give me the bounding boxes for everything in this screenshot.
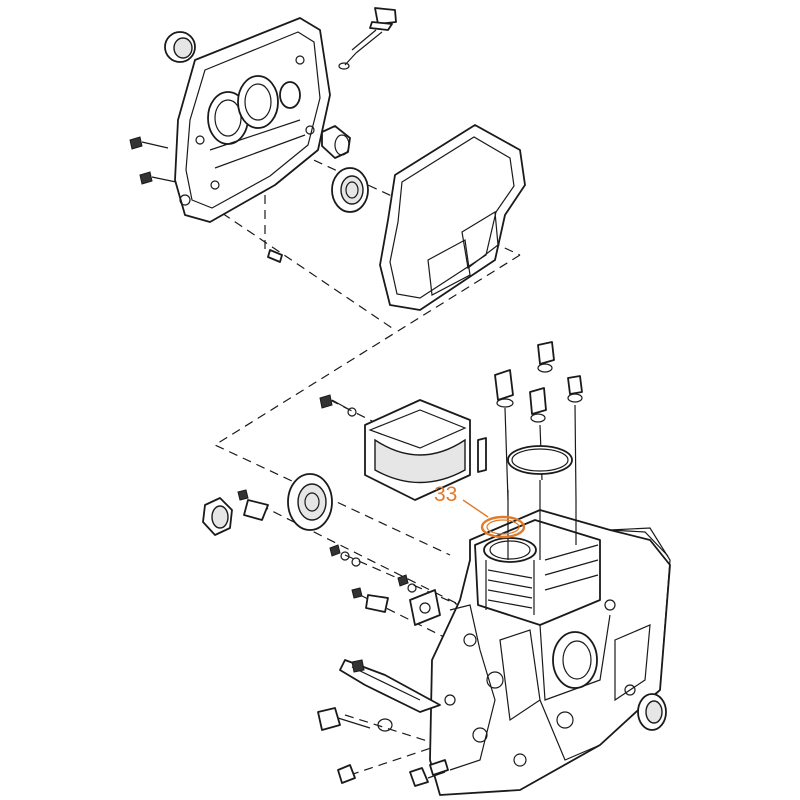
screws-middle xyxy=(319,394,357,417)
callout-label-33: 33 xyxy=(434,483,457,506)
screws-block-left xyxy=(329,544,417,613)
callout-leader-line xyxy=(462,499,489,518)
pin-top xyxy=(267,249,283,263)
bolts-cover-left xyxy=(129,136,177,185)
highlighted-o-ring-inner xyxy=(486,519,520,535)
crankshaft-bushing-halves xyxy=(364,399,471,501)
bushing-middle xyxy=(202,497,233,536)
drain-plugs xyxy=(337,759,449,787)
callout-33[interactable]: 33 xyxy=(434,483,526,539)
bearing-top xyxy=(331,167,369,213)
side-plate xyxy=(409,589,441,626)
cylinder-studs xyxy=(494,341,583,501)
bracket-small xyxy=(237,489,269,521)
key-pin xyxy=(477,437,487,473)
head-gasket-ring xyxy=(507,445,573,475)
crankcase-cover xyxy=(174,17,331,223)
highlighted-o-ring[interactable] xyxy=(480,515,526,539)
dipstick-top xyxy=(338,7,397,70)
cover-gasket xyxy=(379,124,526,311)
seal-ring-top xyxy=(164,31,196,63)
bushing-top xyxy=(321,125,351,159)
bearing-middle xyxy=(287,473,333,531)
seal-ring-right xyxy=(637,693,667,731)
engine-block xyxy=(429,480,671,796)
drain-dipstick xyxy=(317,707,393,732)
label-plate xyxy=(339,659,441,713)
